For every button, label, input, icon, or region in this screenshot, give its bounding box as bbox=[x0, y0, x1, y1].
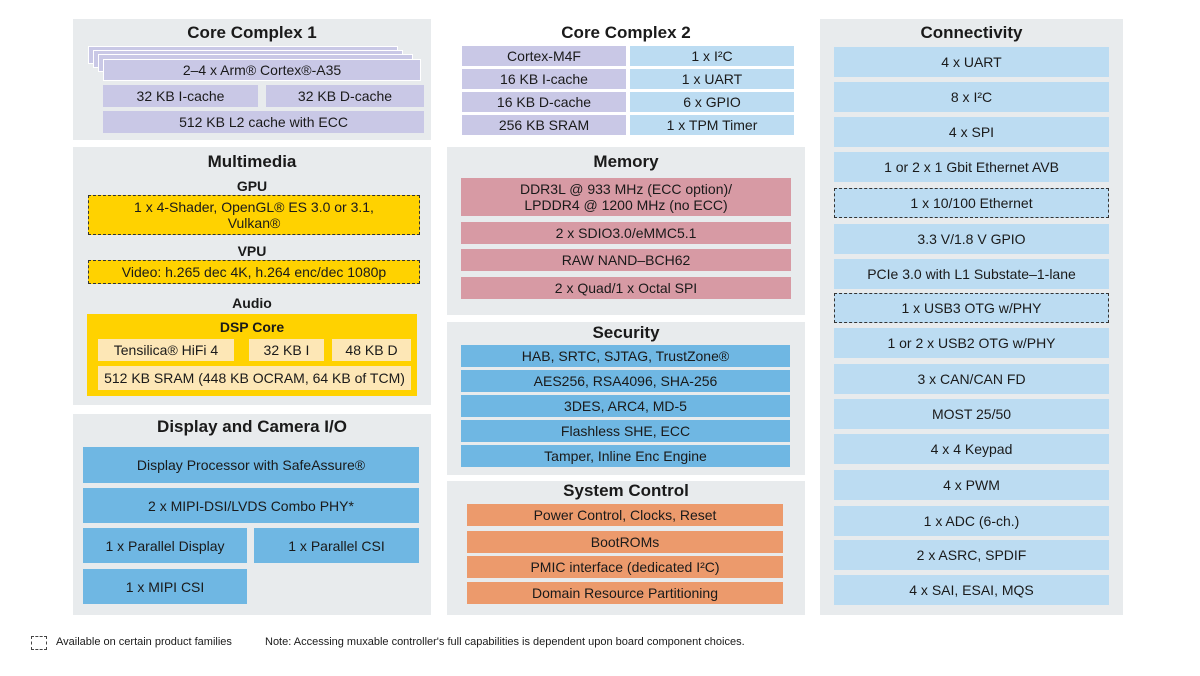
multimedia-title: Multimedia bbox=[207, 152, 297, 171]
system-control-item: Domain Resource Partitioning bbox=[467, 582, 783, 604]
multimedia-panel: Multimedia GPU 1 x 4-Shader, OpenGL® ES … bbox=[73, 147, 431, 405]
dsp-dcache-box: 48 KB D bbox=[332, 339, 411, 361]
core2-right-item: 1 x TPM Timer bbox=[630, 115, 794, 135]
display-camera-title: Display and Camera I/O bbox=[157, 417, 347, 436]
memory-item: RAW NAND–BCH62 bbox=[461, 249, 791, 271]
memory-title: Memory bbox=[593, 152, 659, 171]
security-item: Flashless SHE, ECC bbox=[461, 420, 790, 442]
security-title: Security bbox=[592, 323, 660, 342]
core-complex-2-title: Core Complex 2 bbox=[561, 23, 691, 42]
display-processor-box: Display Processor with SafeAssure® bbox=[83, 447, 419, 483]
dsp-icache-box: 32 KB I bbox=[249, 339, 324, 361]
connectivity-panel: Connectivity 4 x UART 8 x I²C 4 x SPI 1 … bbox=[820, 19, 1123, 615]
connectivity-item: 8 x I²C bbox=[834, 82, 1109, 112]
vpu-label: VPU bbox=[237, 243, 267, 259]
security-panel: Security HAB, SRTC, SJTAG, TrustZone® AE… bbox=[447, 322, 805, 475]
connectivity-item: 4 x UART bbox=[834, 47, 1109, 77]
core2-left-item: 16 KB D-cache bbox=[462, 92, 626, 112]
dashed-legend-icon bbox=[31, 636, 47, 650]
core2-left-item: Cortex-M4F bbox=[462, 46, 626, 66]
dsp-core-title: DSP Core bbox=[219, 319, 285, 335]
security-item: HAB, SRTC, SJTAG, TrustZone® bbox=[461, 345, 790, 367]
connectivity-item: 4 x SAI, ESAI, MQS bbox=[834, 575, 1109, 605]
icache-box: 32 KB I-cache bbox=[103, 85, 258, 107]
core-complex-2-panel: Core Complex 2 Cortex-M4F 16 KB I-cache … bbox=[447, 19, 805, 140]
dsp-sram-box: 512 KB SRAM (448 KB OCRAM, 64 KB of TCM) bbox=[98, 366, 411, 390]
security-item: AES256, RSA4096, SHA-256 bbox=[461, 370, 790, 392]
connectivity-item: 4 x PWM bbox=[834, 470, 1109, 500]
security-item: 3DES, ARC4, MD-5 bbox=[461, 395, 790, 417]
system-control-item: Power Control, Clocks, Reset bbox=[467, 504, 783, 526]
dsp-core-box: DSP Core Tensilica® HiFi 4 32 KB I 48 KB… bbox=[87, 314, 417, 396]
core2-left-item: 256 KB SRAM bbox=[462, 115, 626, 135]
connectivity-item: 1 x ADC (6-ch.) bbox=[834, 506, 1109, 536]
core-complex-1-title: Core Complex 1 bbox=[187, 23, 317, 42]
security-item: Tamper, Inline Enc Engine bbox=[461, 445, 790, 467]
memory-panel: Memory DDR3L @ 933 MHz (ECC option)/ LPD… bbox=[447, 147, 805, 315]
connectivity-item: 1 or 2 x 1 Gbit Ethernet AVB bbox=[834, 152, 1109, 182]
footer-note: Note: Accessing muxable controller's ful… bbox=[265, 636, 745, 648]
memory-item: DDR3L @ 933 MHz (ECC option)/ LPDDR4 @ 1… bbox=[461, 178, 791, 216]
connectivity-item: 1 or 2 x USB2 OTG w/PHY bbox=[834, 328, 1109, 358]
connectivity-item: 3.3 V/1.8 V GPIO bbox=[834, 224, 1109, 254]
vpu-box: Video: h.265 dec 4K, h.264 enc/dec 1080p bbox=[88, 260, 420, 284]
cores-box: 2–4 x Arm® Cortex®-A35 bbox=[103, 59, 421, 81]
gpu-label: GPU bbox=[236, 178, 268, 194]
connectivity-title: Connectivity bbox=[920, 23, 1023, 42]
l2-cache-box: 512 KB L2 cache with ECC bbox=[103, 111, 424, 133]
connectivity-item: PCIe 3.0 with L1 Substate–1-lane bbox=[834, 259, 1109, 289]
core2-right-item: 6 x GPIO bbox=[630, 92, 794, 112]
dcache-box: 32 KB D-cache bbox=[266, 85, 424, 107]
core-complex-1-panel: Core Complex 1 2–4 x Arm® Cortex®-A35 32… bbox=[73, 19, 431, 140]
display-camera-panel: Display and Camera I/O Display Processor… bbox=[73, 414, 431, 615]
system-control-item: BootROMs bbox=[467, 531, 783, 553]
connectivity-item: 1 x 10/100 Ethernet bbox=[834, 188, 1109, 218]
system-control-title: System Control bbox=[563, 481, 689, 500]
parallel-csi-box: 1 x Parallel CSI bbox=[254, 528, 419, 563]
memory-item: 2 x Quad/1 x Octal SPI bbox=[461, 277, 791, 299]
connectivity-item: 4 x SPI bbox=[834, 117, 1109, 147]
connectivity-item: 4 x 4 Keypad bbox=[834, 434, 1109, 464]
legend-text: Available on certain product families bbox=[56, 636, 232, 648]
gpu-box: 1 x 4-Shader, OpenGL® ES 3.0 or 3.1, Vul… bbox=[88, 195, 420, 235]
core2-right-item: 1 x I²C bbox=[630, 46, 794, 66]
dsp-tensilica-box: Tensilica® HiFi 4 bbox=[98, 339, 234, 361]
mipi-csi-box: 1 x MIPI CSI bbox=[83, 569, 247, 604]
parallel-display-box: 1 x Parallel Display bbox=[83, 528, 247, 563]
connectivity-item: 3 x CAN/CAN FD bbox=[834, 364, 1109, 394]
mipi-dsi-box: 2 x MIPI-DSI/LVDS Combo PHY* bbox=[83, 488, 419, 523]
system-control-panel: System Control Power Control, Clocks, Re… bbox=[447, 481, 805, 615]
connectivity-item: MOST 25/50 bbox=[834, 399, 1109, 429]
audio-label: Audio bbox=[232, 295, 272, 311]
connectivity-item: 2 x ASRC, SPDIF bbox=[834, 540, 1109, 570]
memory-item: 2 x SDIO3.0/eMMC5.1 bbox=[461, 222, 791, 244]
core2-left-item: 16 KB I-cache bbox=[462, 69, 626, 89]
connectivity-item: 1 x USB3 OTG w/PHY bbox=[834, 293, 1109, 323]
core2-right-item: 1 x UART bbox=[630, 69, 794, 89]
system-control-item: PMIC interface (dedicated I²C) bbox=[467, 556, 783, 578]
